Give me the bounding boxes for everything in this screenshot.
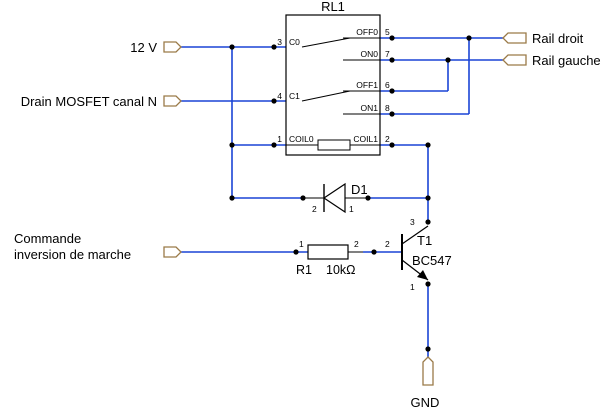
resistor-pin1: 1 bbox=[299, 239, 304, 249]
port-flag-drain bbox=[163, 95, 182, 107]
junction-dot bbox=[229, 142, 235, 148]
pin-number: 7 bbox=[385, 49, 390, 59]
diode-ref: D1 bbox=[351, 182, 368, 197]
port-label-rail-gauche: Rail gauche bbox=[532, 53, 601, 68]
diode-pin-anode: 2 bbox=[312, 204, 317, 214]
resistor-value: 10kΩ bbox=[326, 263, 356, 277]
junction-dot bbox=[425, 346, 431, 352]
junction-dot bbox=[389, 142, 395, 148]
junction-dot bbox=[466, 35, 472, 41]
transistor-pin-collector: 3 bbox=[410, 217, 415, 227]
port-label-12v: 12 V bbox=[130, 40, 157, 55]
port-flag-12v bbox=[163, 41, 182, 53]
junction-dot bbox=[425, 142, 431, 148]
junction-dot bbox=[389, 111, 395, 117]
pin-name: C1 bbox=[289, 91, 300, 101]
junction-dot bbox=[229, 44, 235, 50]
relay-body bbox=[285, 14, 381, 156]
relay-coil bbox=[317, 139, 351, 151]
resistor-r1: 1 2 R1 10kΩ bbox=[296, 239, 363, 277]
relay-ref: RL1 bbox=[321, 0, 345, 14]
pin-number: 4 bbox=[277, 91, 282, 101]
pin-number: 1 bbox=[277, 134, 282, 144]
pin-number: 8 bbox=[385, 103, 390, 113]
diode-triangle bbox=[322, 182, 346, 214]
resistor-pin2: 2 bbox=[354, 239, 359, 249]
junction-dot bbox=[229, 195, 235, 201]
ports: 12 V Drain MOSFET canal N Commande inver… bbox=[14, 31, 601, 410]
transistor-pin-base: 2 bbox=[385, 239, 390, 249]
transistor-emitter-arrow bbox=[417, 270, 428, 280]
resistor-body bbox=[307, 244, 349, 260]
port-label-command-line1: Commande bbox=[14, 231, 81, 246]
junction-dot bbox=[271, 142, 277, 148]
pin-name: OFF0 bbox=[356, 27, 378, 37]
junction-dot bbox=[425, 195, 431, 201]
junction-dot bbox=[271, 44, 277, 50]
port-label-gnd: GND bbox=[411, 395, 440, 410]
junctions bbox=[229, 35, 472, 352]
port-label-command-line2: inversion de marche bbox=[14, 247, 131, 262]
pin-name: COIL0 bbox=[289, 134, 314, 144]
junction-dot bbox=[425, 219, 431, 225]
pin-name: COIL1 bbox=[353, 134, 378, 144]
port-label-drain: Drain MOSFET canal N bbox=[21, 94, 157, 109]
junction-dot bbox=[271, 98, 277, 104]
relay-switch-arm-1 bbox=[301, 90, 351, 102]
pin-number: 5 bbox=[385, 27, 390, 37]
diode-d1: D1 2 1 bbox=[303, 182, 368, 214]
junction-dot bbox=[389, 57, 395, 63]
transistor-ref: T1 bbox=[417, 233, 432, 248]
junction-dot bbox=[445, 57, 451, 63]
transistor-collector-lead bbox=[401, 225, 429, 245]
junction-dot bbox=[371, 249, 377, 255]
pin-name: OFF1 bbox=[356, 80, 378, 90]
port-label-rail-droit: Rail droit bbox=[532, 31, 584, 46]
pin-name: ON1 bbox=[361, 103, 379, 113]
relay-switch-arm-0 bbox=[301, 37, 351, 48]
pin-number: 2 bbox=[385, 134, 390, 144]
junction-dot bbox=[293, 249, 299, 255]
junction-dot bbox=[389, 35, 395, 41]
diode-pin-cathode: 1 bbox=[349, 204, 354, 214]
port-flag-rail-gauche bbox=[502, 54, 527, 66]
relay-rl1: RL1 3 C0 4 C1 1 COIL0 OFF0 5 ON0 7 OFF1 … bbox=[277, 0, 390, 156]
pin-number: 3 bbox=[277, 37, 282, 47]
pin-number: 6 bbox=[385, 80, 390, 90]
transistor-model: BC547 bbox=[412, 253, 452, 268]
transistor-t1: 2 3 1 T1 BC547 bbox=[385, 217, 452, 292]
junction-dot bbox=[425, 281, 431, 287]
port-flag-gnd bbox=[422, 356, 434, 386]
pin-name: ON0 bbox=[361, 49, 379, 59]
transistor-pin-emitter: 1 bbox=[410, 282, 415, 292]
port-flag-rail-droit bbox=[502, 32, 527, 44]
port-flag-command bbox=[163, 246, 182, 258]
pin-name: C0 bbox=[289, 37, 300, 47]
junction-dot bbox=[389, 88, 395, 94]
resistor-ref: R1 bbox=[296, 263, 312, 277]
